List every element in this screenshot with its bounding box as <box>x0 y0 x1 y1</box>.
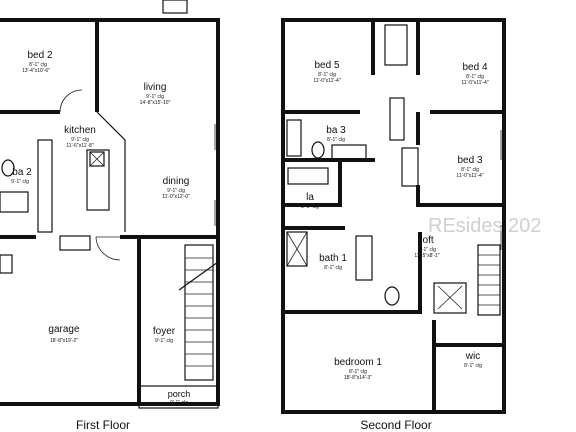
room-dimensions: 18'-8"x14'-3" <box>344 375 372 381</box>
room-label-bath1: bath 1 8'-1" clg <box>319 253 347 271</box>
ba2-toilet-icon <box>1 159 15 177</box>
first-floor-plan <box>0 0 220 409</box>
room-name: bed 3 <box>457 155 482 166</box>
room-dimensions: 11'-0"x11'-4" <box>461 80 488 86</box>
room-name: wic <box>465 351 480 362</box>
ba2-tub <box>0 191 29 213</box>
kitchen-island <box>86 149 110 211</box>
room-ceiling: 8'-1" clg <box>324 265 342 271</box>
room-label-ba3: ba 3 8'-1" clg <box>326 125 346 143</box>
garage-storage <box>0 254 13 274</box>
bed2-door-swing <box>59 89 83 113</box>
room-label-porch: porch 9'-1" clg <box>168 389 191 406</box>
room-ceiling: 8'-1" clg <box>318 72 336 78</box>
room-ceiling: 9'-1" clg <box>170 400 188 406</box>
room-name: kitchen <box>64 125 96 136</box>
room-ceiling: 9'-1" clg <box>71 137 89 143</box>
room-label-bedroom1: bedroom 1 8'-1" clg 18'-8"x14'-3" <box>334 357 382 381</box>
upper-closet <box>384 24 408 66</box>
washer-dryer <box>59 235 91 251</box>
first-floor-stairs <box>178 244 219 381</box>
room-ceiling: 8'-1" clg <box>349 369 367 375</box>
room-label-foyer: foyer 9'-1" clg <box>153 326 176 344</box>
kitchen-counter <box>37 139 53 233</box>
watermark-text: REsides 202 <box>428 215 541 237</box>
bath1-walls <box>283 226 422 314</box>
second-floor-plan <box>281 18 506 414</box>
room-label-living: living 9'-1" clg 14'-8"x15'-10" <box>140 82 171 106</box>
room-name: la <box>306 192 314 203</box>
first-floor-caption: First Floor <box>76 418 130 432</box>
room-label-bed3: bed 3 8'-1" clg 11'-0"x11'-4" <box>456 155 483 179</box>
bedroom-closet-walls <box>371 20 420 75</box>
hvac-closet <box>433 282 467 314</box>
garage-door-swing <box>95 236 121 261</box>
room-name: dining <box>163 176 190 187</box>
laundry-appliances <box>287 167 329 185</box>
room-ceiling: 8'-1" clg <box>461 167 479 173</box>
ba3-tub <box>286 119 302 157</box>
room-ceiling: 8'-1" clg <box>29 62 47 68</box>
room-dimensions: 18'-8"x19'-2" <box>50 338 78 344</box>
room-ceiling: 8'-1" clg <box>301 204 319 210</box>
room-dimensions: 11'-0"x12'-0" <box>162 194 190 200</box>
wic-walls <box>432 320 504 412</box>
room-label-la: la 8'-1" clg <box>301 192 319 210</box>
room-ceiling: 8'-1" clg <box>464 363 482 369</box>
bath1-shower <box>286 231 308 267</box>
room-label-loft: loft 8'-1" clg 13'-5"x8'-1" <box>414 235 439 259</box>
bed3-closet <box>401 147 419 187</box>
room-ceiling: 8'-1" clg <box>327 137 345 143</box>
room-label-bed2: bed 2 8'-1" clg 13'-4"x10'-6" <box>22 50 53 74</box>
first-floor-exterior-wall <box>0 18 220 406</box>
room-name: bedroom 1 <box>334 357 382 368</box>
ba3-vanity <box>331 144 367 160</box>
room-ceiling: 8'-1" clg <box>466 74 484 80</box>
bath1-vanity <box>355 235 373 281</box>
room-name: ba 2 <box>12 167 32 178</box>
room-dimensions: 11'-0"x11'-4" <box>313 78 340 84</box>
room-ceiling: 9'-1" clg <box>167 188 185 194</box>
laundry-walls <box>283 160 342 207</box>
room-label-dining: dining 9'-1" clg 11'-0"x12'-0" <box>162 176 190 200</box>
room-name: garage <box>48 324 80 335</box>
room-dimensions: 13'-4"x10'-6" <box>22 68 50 74</box>
second-floor-exterior-wall <box>281 18 506 414</box>
room-name: bath 1 <box>319 253 347 264</box>
room-dimensions: 11'-6"x11'-8" <box>66 143 93 149</box>
room-label-bed5: bed 5 8'-1" clg 11'-0"x11'-4" <box>313 60 340 84</box>
room-label-wic: wic 8'-1" clg <box>464 351 482 369</box>
room-name: loft <box>420 235 434 246</box>
room-name: foyer <box>153 326 176 337</box>
bath1-toilet-icon <box>384 286 400 306</box>
room-label-kitchen: kitchen 9'-1" clg 11'-6"x11'-8" <box>64 125 96 149</box>
room-label-ba2: ba 2 9'-1" clg <box>11 167 32 185</box>
room-name: bed 5 <box>314 60 339 71</box>
range-icon <box>89 151 105 167</box>
room-ceiling: 9'-1" clg <box>155 338 173 344</box>
second-floor-stairs <box>477 244 501 316</box>
room-label-bed4: bed 4 8'-1" clg 11'-0"x11'-4" <box>461 62 488 86</box>
bed3-walls <box>416 112 504 207</box>
room-dimensions: 14'-8"x15'-10" <box>140 100 171 106</box>
room-name: living <box>144 82 167 93</box>
room-name: ba 3 <box>326 125 346 136</box>
roof-vent <box>162 0 188 14</box>
porch-outline <box>138 385 219 409</box>
room-name: bed 4 <box>462 62 487 73</box>
ba3-toilet-icon <box>311 141 325 159</box>
room-dimensions: 11'-0"x11'-4" <box>456 173 483 179</box>
hall-closet <box>389 97 405 141</box>
room-name: bed 2 <box>27 50 52 61</box>
room-ceiling: 8'-1" clg <box>418 247 436 253</box>
room-label-garage: garage 18'-8"x19'-2" <box>48 324 80 344</box>
room-ceiling: 9'-1" clg <box>11 179 29 185</box>
second-floor-caption: Second Floor <box>360 418 431 432</box>
kitchen-angled-wall <box>96 111 126 232</box>
room-name: porch <box>168 389 191 399</box>
room-dimensions: 13'-5"x8'-1" <box>414 253 439 259</box>
room-ceiling: 9'-1" clg <box>146 94 164 100</box>
